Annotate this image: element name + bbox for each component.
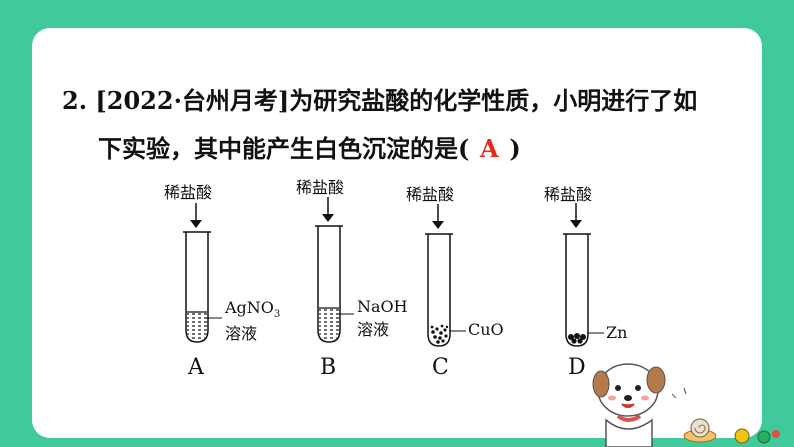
test-tube-a xyxy=(183,203,222,343)
substance-label-d: Zn xyxy=(606,323,628,342)
snail-decoration xyxy=(683,418,717,443)
substance-formula-b: NaOH xyxy=(357,297,408,316)
test-tube-c xyxy=(425,204,466,347)
answer: A xyxy=(480,134,499,163)
question-line-1: 2. [2022·台州月考]为研究盐酸的化学性质，小明进行了如 xyxy=(62,81,762,116)
substance-label-b: NaOH 溶液 xyxy=(357,297,408,340)
reagent-label-d: 稀盐酸 xyxy=(544,185,593,204)
reagent-label-c: 稀盐酸 xyxy=(406,185,455,204)
reagent-label-b: 稀盐酸 xyxy=(296,178,345,197)
question-text-1: 2. [2022·台州月考]为研究盐酸的化学性质，小明进行了如 xyxy=(62,86,698,115)
substance-formula-a: AgNO xyxy=(225,298,274,317)
option-d: D xyxy=(568,355,586,380)
reagent-label-a: 稀盐酸 xyxy=(164,183,213,202)
substance-solution-b: 溶液 xyxy=(357,320,390,339)
substance-label-a: AgNO3 溶液 xyxy=(225,298,280,344)
ladybug-decoration xyxy=(734,428,780,444)
test-tube-d xyxy=(563,203,604,347)
substance-label-c: CuO xyxy=(468,320,504,339)
substance-subscript-a: 3 xyxy=(273,309,281,321)
test-tube-b xyxy=(315,197,354,343)
question-text-2: 下实验，其中能产生白色沉淀的是( xyxy=(98,134,470,163)
option-a: A xyxy=(188,355,204,380)
option-b: B xyxy=(320,355,337,380)
sparkle-decoration xyxy=(671,387,687,399)
question-line-2: 下实验，其中能产生白色沉淀的是( A) xyxy=(98,129,794,164)
question-close-paren: ) xyxy=(509,134,521,163)
dog-mascot xyxy=(592,363,666,447)
substance-solution-a: 溶液 xyxy=(225,324,258,344)
option-c: C xyxy=(432,355,449,380)
